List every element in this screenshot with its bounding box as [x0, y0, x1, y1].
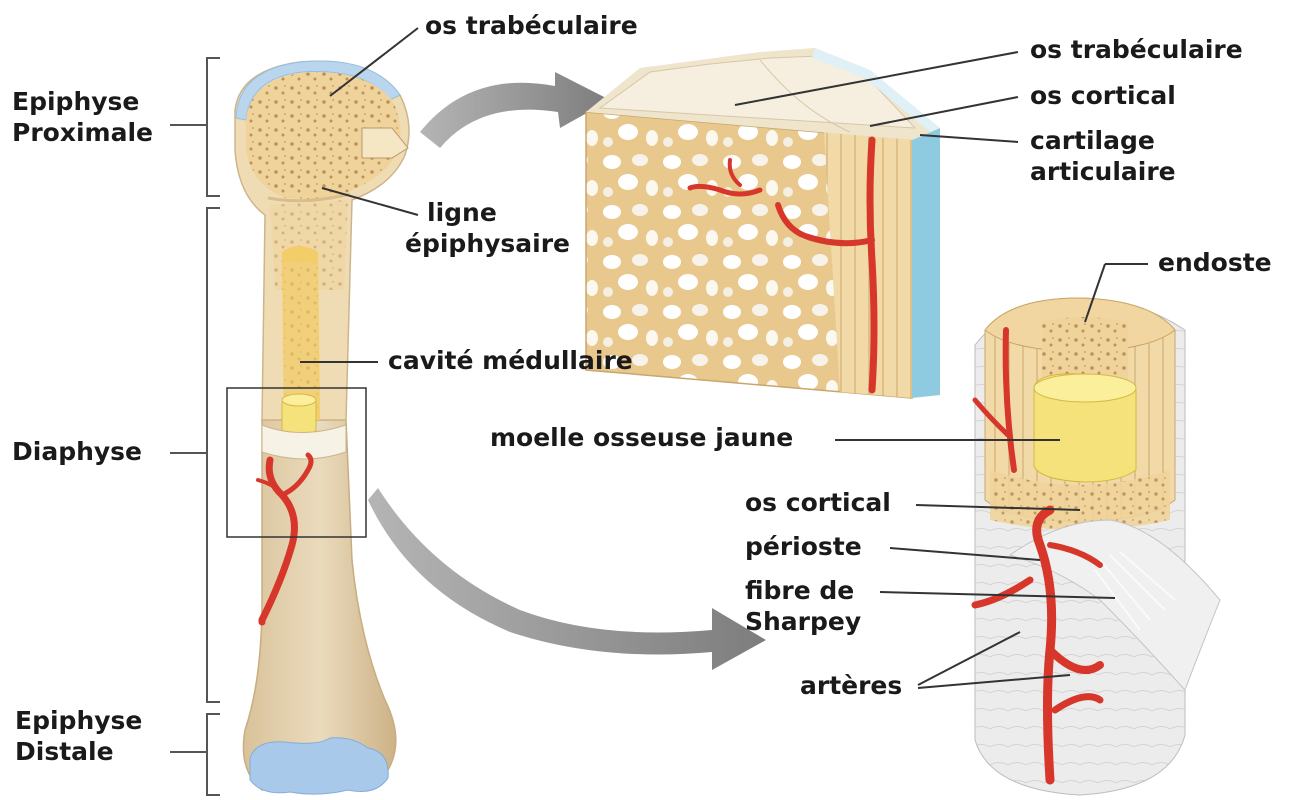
- region-brackets: [170, 58, 220, 795]
- shaft-cylinder: [975, 298, 1220, 795]
- bracket-epiphyse-proximale: [207, 58, 220, 196]
- arrow-to-head-block: [420, 72, 610, 148]
- label-fibre-de-sharpey-line2: Sharpey: [745, 606, 861, 637]
- label-cavite-medullaire: cavité médullaire: [388, 345, 633, 376]
- arrow-to-shaft-block: [368, 488, 766, 670]
- label-cartilage-articulaire: cartilage articulaire: [1030, 125, 1176, 188]
- label-epiphyse-distale-line1: Epiphyse: [15, 705, 142, 736]
- label-ligne-epiphysaire-line1: ligne: [405, 197, 570, 228]
- label-ligne-epiphysaire: ligne épiphysaire: [405, 197, 570, 260]
- label-os-trabeculaire-top: os trabéculaire: [425, 10, 638, 41]
- bracket-epiphyse-distale: [207, 714, 220, 795]
- label-fibre-de-sharpey: fibre de Sharpey: [745, 575, 861, 638]
- label-epiphyse-proximale: Epiphyse Proximale: [12, 86, 153, 149]
- label-ligne-epiphysaire-line2: épiphysaire: [405, 228, 570, 259]
- label-moelle-osseuse-jaune: moelle osseuse jaune: [490, 422, 793, 453]
- label-fibre-de-sharpey-line1: fibre de: [745, 575, 861, 606]
- label-arteres: artères: [800, 670, 902, 701]
- label-epiphyse-distale-line2: Distale: [15, 736, 142, 767]
- label-block-os-trabeculaire: os trabéculaire: [1030, 34, 1243, 65]
- label-epiphyse-distale: Epiphyse Distale: [15, 705, 142, 768]
- label-cartilage-articulaire-line2: articulaire: [1030, 156, 1176, 187]
- label-endoste: endoste: [1158, 247, 1272, 278]
- label-epiphyse-proximale-line1: Epiphyse: [12, 86, 153, 117]
- label-diaphyse: Diaphyse: [12, 436, 142, 467]
- label-block-os-cortical: os cortical: [1030, 80, 1176, 111]
- block-cartilage: [912, 128, 940, 398]
- long-bone: [227, 61, 409, 794]
- label-perioste: périoste: [745, 531, 862, 562]
- label-epiphyse-proximale-line2: Proximale: [12, 117, 153, 148]
- label-shaft-os-cortical: os cortical: [745, 487, 891, 518]
- bracket-diaphyse: [207, 208, 220, 702]
- label-cartilage-articulaire-line1: cartilage: [1030, 125, 1176, 156]
